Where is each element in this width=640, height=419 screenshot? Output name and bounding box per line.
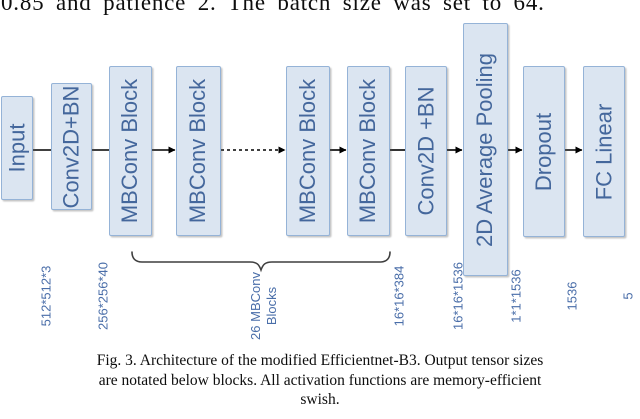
block-label: Conv2D +BN [413, 86, 439, 216]
caption-line: are notated below blocks. All activation… [98, 371, 542, 389]
block-label: FC Linear [591, 103, 616, 200]
block-label: Input [4, 123, 29, 173]
body-text-cropped: 0.85 and patience 2. The batch size was … [1, 0, 545, 15]
tensor-size-label: 1*1*1536 [508, 269, 524, 323]
block-mbconv-3: MBConv Block [286, 66, 330, 236]
tensor-size-label: 1536 [564, 281, 580, 311]
block-label: Dropout [531, 112, 556, 191]
block-fc-linear: FC Linear [583, 66, 625, 237]
block-label: MBConv Block [295, 78, 320, 224]
block-label: MBConv Block [355, 78, 381, 224]
tensor-size-label: 5 [620, 292, 636, 300]
caption-line: Fig. 3. Architecture of the modified Eff… [96, 352, 544, 369]
block-conv2d-bn-1: Conv2D+BN [51, 83, 92, 210]
caption-line: swish. [300, 391, 340, 408]
mbconv-count-line: Blocks [264, 286, 279, 326]
tensor-size-label: 512*512*3 [38, 265, 54, 327]
mbconv-count-label: 26 MBConv Blocks [248, 272, 280, 340]
block-mbconv-1: MBConv Block [109, 66, 152, 236]
block-2d-average-pooling: 2D Average Pooling [463, 23, 508, 276]
block-label: MBConv Block [185, 78, 211, 224]
block-label: 2D Average Pooling [472, 52, 498, 247]
block-dropout: Dropout [523, 66, 565, 237]
mbconv-count-line: 26 MBConv [248, 272, 263, 340]
mbconv-group-brace [131, 251, 391, 273]
tensor-size-label: 16*16*384 [391, 265, 407, 327]
tensor-size-label: 256*256*40 [95, 262, 111, 330]
block-label: Conv2D+BN [58, 85, 84, 208]
block-mbconv-2: MBConv Block [176, 66, 221, 236]
block-label: MBConv Block [117, 78, 143, 224]
block-conv2d-bn-2: Conv2D +BN [405, 66, 447, 236]
block-input: Input [1, 96, 33, 200]
figure-caption: Fig. 3. Architecture of the modified Eff… [0, 351, 640, 410]
block-mbconv-4: MBConv Block [347, 66, 390, 236]
